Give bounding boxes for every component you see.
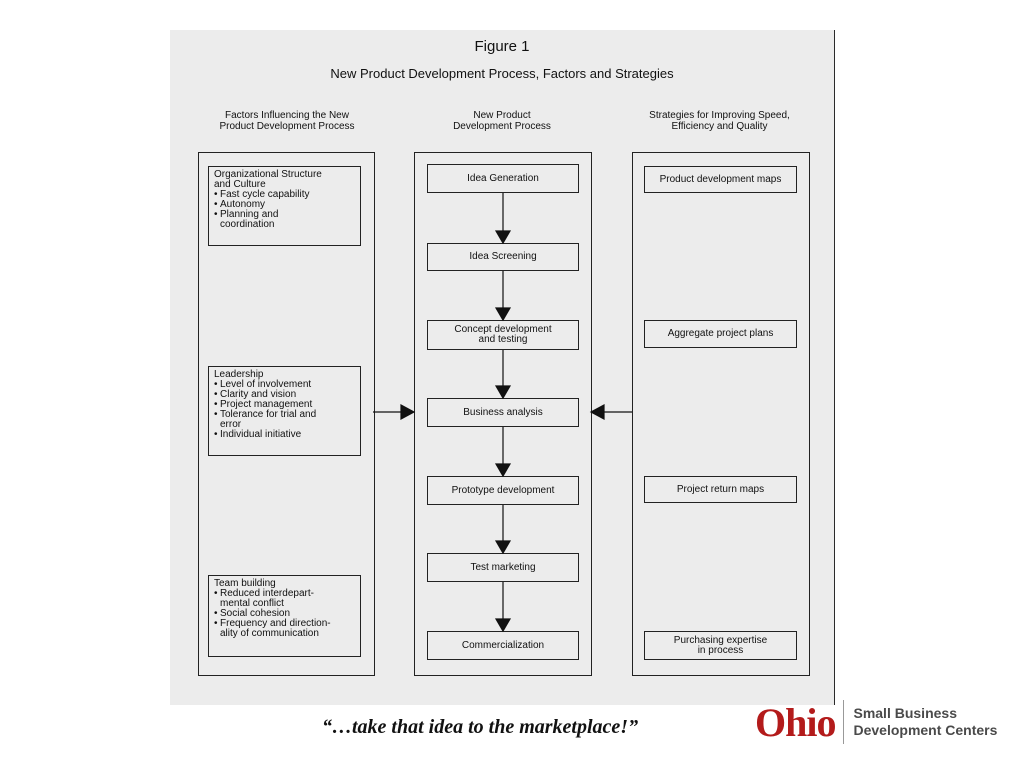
- ohio-sbdc-logo: Ohio Small Business Development Centers: [755, 697, 997, 747]
- strategies-column: [632, 152, 810, 676]
- connector-arrow: [494, 427, 512, 478]
- factor-item: Level of involvement: [214, 380, 355, 391]
- connector-arrow-from-factors: [373, 403, 416, 421]
- connector-arrow: [494, 505, 512, 555]
- logo-wordmark: Ohio: [755, 699, 836, 745]
- figure-panel: Figure 1 New Product Development Process…: [170, 30, 835, 705]
- factor-item: Planning and coordination: [214, 210, 355, 230]
- factor-item: Social cohesion: [214, 609, 355, 620]
- factor-item: Fast cycle capability: [214, 190, 355, 201]
- factor-item: Individual initiative: [214, 430, 355, 441]
- process-step-business-analysis: Business analysis: [427, 398, 579, 427]
- strategy-box-project-return-maps: Project return maps: [644, 476, 797, 503]
- strategy-box-purchasing-expertise: Purchasing expertise in process: [644, 631, 797, 660]
- connector-arrow: [494, 582, 512, 633]
- strategies-column-header: Strategies for Improving Speed, Efficien…: [649, 110, 790, 132]
- logo-organization-name: Small Business Development Centers: [853, 705, 998, 738]
- process-column-header: New Product Development Process: [453, 110, 551, 132]
- process-step-concept-development: Concept development and testing: [427, 320, 579, 350]
- process-step-test-marketing: Test marketing: [427, 553, 579, 582]
- factor-item: Project management: [214, 400, 355, 411]
- factor-item: Tolerance for trial and error: [214, 410, 355, 430]
- factor-title: Organizational Structure and Culture: [214, 169, 322, 190]
- figure-title: Figure 1: [474, 38, 530, 55]
- factor-item: Autonomy: [214, 200, 355, 211]
- process-step-idea-screening: Idea Screening: [427, 243, 579, 271]
- connector-arrow-from-strategies: [589, 403, 632, 421]
- factor-box-organizational-structure: Organizational Structure and Culture Fas…: [208, 166, 361, 246]
- factor-box-leadership: Leadership Level of involvement Clarity …: [208, 366, 361, 456]
- logo-divider: [843, 700, 845, 744]
- factor-item: Clarity and vision: [214, 390, 355, 401]
- strategy-box-product-development-maps: Product development maps: [644, 166, 797, 193]
- factor-item: Reduced interdepart- mental conflict: [214, 589, 355, 609]
- process-step-prototype-development: Prototype development: [427, 476, 579, 505]
- factor-title: Team building: [214, 578, 276, 589]
- factor-box-team-building: Team building Reduced interdepart- menta…: [208, 575, 361, 657]
- strategy-box-aggregate-project-plans: Aggregate project plans: [644, 320, 797, 348]
- connector-arrow: [494, 193, 512, 245]
- process-step-idea-generation: Idea Generation: [427, 164, 579, 193]
- footer-tagline: “…take that idea to the marketplace!”: [322, 716, 639, 738]
- factors-column-header: Factors Influencing the New Product Deve…: [219, 110, 355, 132]
- process-step-commercialization: Commercialization: [427, 631, 579, 660]
- diagram-connectors: [373, 193, 632, 633]
- factor-item: Frequency and direction- ality of commun…: [214, 619, 355, 639]
- connector-arrow: [494, 271, 512, 322]
- connector-arrow: [494, 350, 512, 400]
- figure-subtitle: New Product Development Process, Factors…: [330, 66, 674, 81]
- factor-title: Leadership: [214, 369, 264, 380]
